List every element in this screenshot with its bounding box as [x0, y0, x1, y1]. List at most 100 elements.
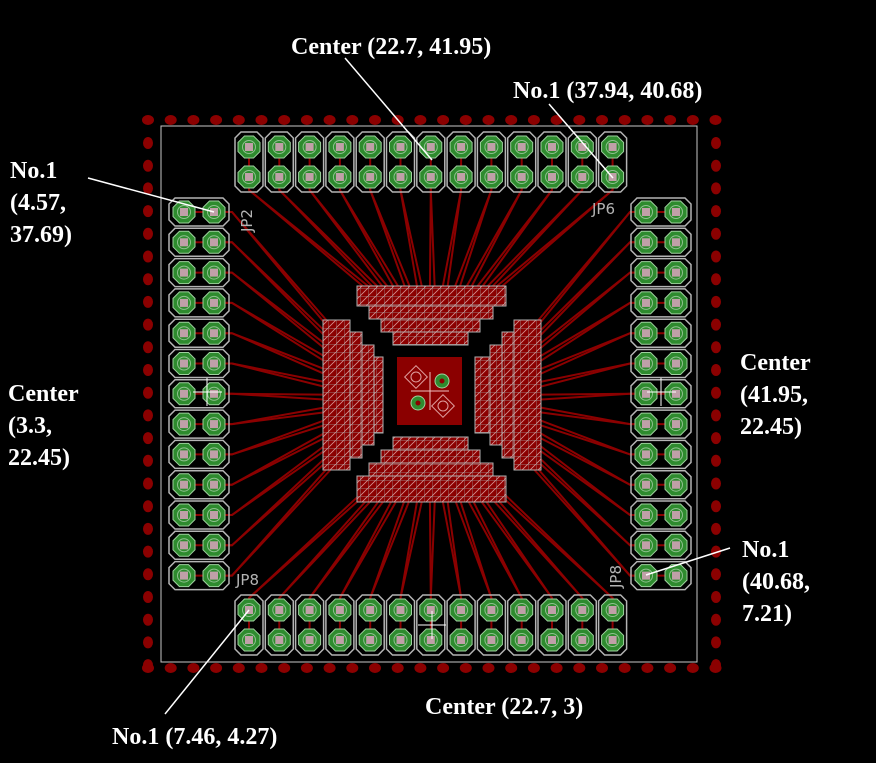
header-outline: [294, 594, 325, 656]
edge-dot: [641, 663, 654, 673]
header-outline: [168, 348, 230, 379]
trace: [214, 453, 336, 547]
header-outline: [630, 197, 692, 227]
smd-pad-block: [474, 356, 491, 434]
header-outline: [630, 560, 692, 591]
header-outline: [506, 131, 537, 193]
edge-dot: [711, 568, 721, 581]
header-outline: [264, 594, 295, 656]
edge-dot: [527, 663, 540, 673]
center-smd-pads: [322, 285, 542, 503]
header-pin: [664, 564, 688, 588]
header-pin: [298, 165, 322, 189]
header-pin: [540, 598, 564, 622]
header-outline: [630, 318, 692, 348]
header-pin: [634, 230, 658, 254]
header-pin: [267, 135, 291, 159]
header-outline: [168, 197, 230, 227]
trace: [369, 177, 415, 300]
trace: [214, 362, 336, 391]
edge-dot: [711, 500, 721, 513]
edge-dot: [550, 115, 563, 125]
header-pin: [449, 628, 473, 652]
edge-dot: [143, 613, 153, 626]
header-pin: [172, 533, 196, 557]
edge-dot: [300, 115, 313, 125]
edge-dot: [369, 663, 381, 673]
header-pin: [570, 598, 594, 622]
edge-dot: [459, 115, 472, 125]
smd-pad-block: [380, 318, 481, 333]
header-outline: [476, 594, 507, 656]
header-pin: [358, 165, 382, 189]
header-pin: [479, 135, 503, 159]
edge-dot: [346, 115, 359, 125]
header-pin: [634, 503, 658, 527]
header-outline: [630, 227, 692, 258]
header-outline: [476, 131, 507, 193]
header-pin: [172, 261, 196, 285]
header-pin: [634, 352, 658, 375]
edge-dot: [143, 295, 153, 308]
header-pin: [419, 598, 443, 622]
edge-dot: [143, 454, 153, 467]
edge-dot: [711, 636, 721, 649]
header-pin: [664, 503, 688, 527]
edge-dot: [164, 115, 177, 125]
smd-pad-block: [368, 305, 494, 320]
board-edge-dots: [142, 115, 722, 673]
header-outline: [506, 594, 537, 656]
header-outline: [630, 348, 692, 379]
edge-dot: [711, 182, 721, 195]
header-pin: [389, 628, 412, 652]
header-pin: [664, 473, 688, 497]
header-pin: [510, 628, 534, 652]
edge-dot: [143, 341, 153, 354]
edge-dot: [711, 591, 721, 603]
edge-dot: [143, 137, 153, 149]
annotation-left-no1: No.1(4.57,37.69): [10, 158, 72, 248]
annotation-top-no1: No.1 (37.94, 40.68): [513, 78, 702, 104]
smd-pad-block: [513, 319, 542, 471]
edge-dot: [711, 545, 721, 558]
edge-dot: [143, 227, 153, 240]
edge-dot: [414, 115, 427, 125]
edge-dot: [143, 477, 153, 490]
header-pin: [634, 261, 658, 285]
header-pin: [634, 200, 658, 224]
header-pin: [237, 628, 261, 652]
header-pin: [202, 352, 226, 375]
header-pin: [449, 135, 473, 159]
part-label-jp2: JP2: [238, 209, 256, 233]
header-outline: [597, 131, 628, 193]
header-pin: [634, 473, 658, 497]
edge-dot: [711, 159, 721, 172]
header-outline: [168, 439, 230, 470]
edge-dot: [711, 477, 721, 490]
edge-dot: [143, 568, 153, 581]
smd-pad-block: [368, 462, 494, 477]
edge-dot: [300, 663, 313, 673]
header-outline: [630, 530, 692, 561]
header-pin: [510, 135, 534, 159]
header-outline: [234, 594, 264, 656]
header-pin: [172, 442, 196, 466]
header-pin: [202, 503, 226, 527]
header-pin: [202, 473, 226, 497]
edge-dot: [711, 227, 721, 240]
part-label-jp6: JP6: [591, 200, 615, 218]
edge-dot: [459, 663, 472, 673]
header-pin: [664, 442, 688, 466]
edge-dot: [255, 663, 268, 673]
edge-dot: [711, 364, 721, 376]
edge-dot: [505, 663, 518, 673]
header-pin: [389, 598, 412, 622]
header-outline: [168, 257, 230, 288]
edge-dot: [232, 663, 245, 673]
edge-dot: [709, 115, 722, 125]
header-pin: [601, 628, 625, 652]
header-outline: [630, 409, 692, 439]
edge-dot: [711, 613, 721, 626]
edge-dot: [505, 115, 518, 125]
